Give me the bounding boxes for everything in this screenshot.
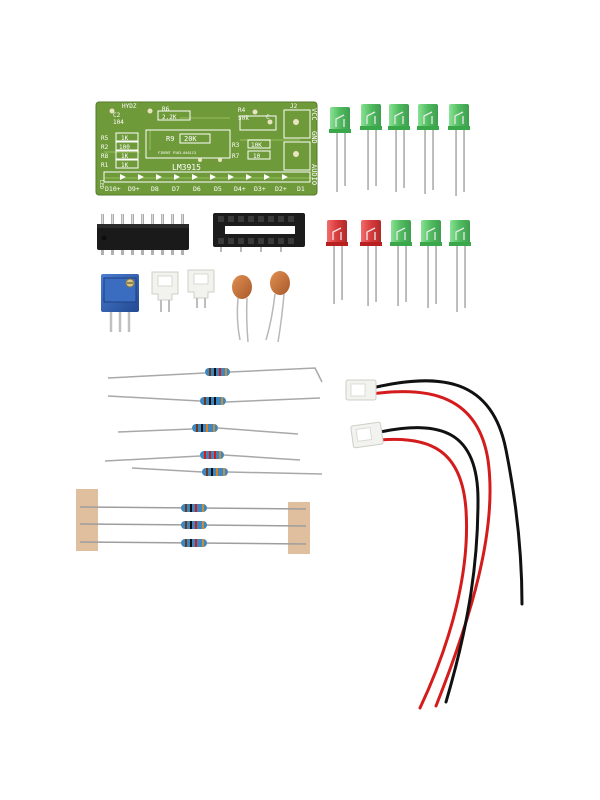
dip-ic-icon <box>97 214 189 255</box>
connector-labels: AUDIO GND VCC <box>310 108 318 185</box>
resistor-icon-8 <box>181 539 207 547</box>
label-gnd: GND <box>310 131 318 144</box>
pcb-board: HYDZ C2 104 R6 2.2K R9 20K R4 50k C J2 R… <box>95 101 318 196</box>
resistor-icon-6 <box>181 504 207 512</box>
ceramic-capacitor-icon-2 <box>265 271 290 343</box>
label-d6: D6 <box>193 185 201 193</box>
jst-cable-connector-icon <box>345 379 377 401</box>
resistor-icon-5 <box>131 467 323 476</box>
label-r5-value: 1K <box>121 135 129 142</box>
led-icon-9 <box>420 220 442 308</box>
trimmer-potentiometer-icon <box>101 274 139 332</box>
label-r5: R5 <box>101 135 109 142</box>
label-r1-value: 1K <box>121 162 129 169</box>
resistor-icon-4 <box>104 451 301 462</box>
label-r3: R3 <box>232 142 240 149</box>
label-d3: D3+ <box>254 185 266 193</box>
label-hydz: HYDZ <box>122 103 137 110</box>
label-d10: D10+ <box>105 185 121 193</box>
led-icon-6 <box>326 220 348 304</box>
label-vcc: VCC <box>310 108 318 121</box>
label-r7: R7 <box>232 153 240 160</box>
label-r4: R4 <box>238 107 246 114</box>
label-audio: AUDIO <box>310 164 318 185</box>
label-r4-value: 50k <box>238 115 249 122</box>
label-r8-value: 1K <box>121 153 129 160</box>
label-r6-value: 2.2K <box>162 114 177 121</box>
label-r1: R1 <box>101 162 109 169</box>
label-c: C <box>266 114 270 121</box>
label-d4: D4+ <box>234 185 246 193</box>
taped-resistor-strip <box>76 489 310 554</box>
led-icon-3 <box>388 104 410 192</box>
led-array <box>326 104 471 312</box>
resistor-icon-7 <box>181 521 207 529</box>
led-icon-7 <box>360 220 382 306</box>
jst-connector-icon-2 <box>187 269 215 308</box>
jst-connector-icon <box>151 271 179 312</box>
label-d5: D5 <box>214 185 222 193</box>
ic-socket-icon <box>213 213 305 252</box>
led-icon-4 <box>417 104 439 194</box>
label-r6: R6 <box>162 106 170 113</box>
label-r9-value: 20K <box>184 135 197 143</box>
led-icon-5 <box>448 104 470 196</box>
led-icon-1 <box>329 107 351 192</box>
label-d1: D1 <box>297 185 305 193</box>
led-icon-10 <box>449 220 471 312</box>
resistor-icon-2 <box>107 395 321 405</box>
jst-cable-connector-icon-2 <box>350 421 384 449</box>
label-d8: D8 <box>151 185 159 193</box>
label-d2: D2+ <box>275 185 287 193</box>
label-r7-value: 10 <box>253 153 261 160</box>
label-j2: J2 <box>290 103 298 110</box>
label-d9: D9+ <box>128 185 140 193</box>
wire-cable-icon <box>370 379 524 710</box>
led-icon-8 <box>390 220 412 306</box>
label-chip: LM3915 <box>172 163 201 172</box>
label-r2: R2 <box>101 144 109 151</box>
label-led-row: LED <box>98 180 104 189</box>
label-r3-value: 10K <box>251 142 262 149</box>
label-r8: R8 <box>101 153 109 160</box>
led-icon-2 <box>360 104 382 190</box>
label-c2-value: 104 <box>113 119 124 126</box>
resistor-icon-3 <box>117 424 299 435</box>
ceramic-capacitor-icon <box>232 275 252 343</box>
resistor-icon <box>107 367 323 383</box>
label-r2-value: 100 <box>119 144 130 151</box>
label-d7: D7 <box>172 185 180 193</box>
label-c2: C2 <box>113 112 121 119</box>
label-r9: R9 <box>166 135 174 143</box>
label-board-code: FIRENT P163-040113 <box>158 151 196 155</box>
